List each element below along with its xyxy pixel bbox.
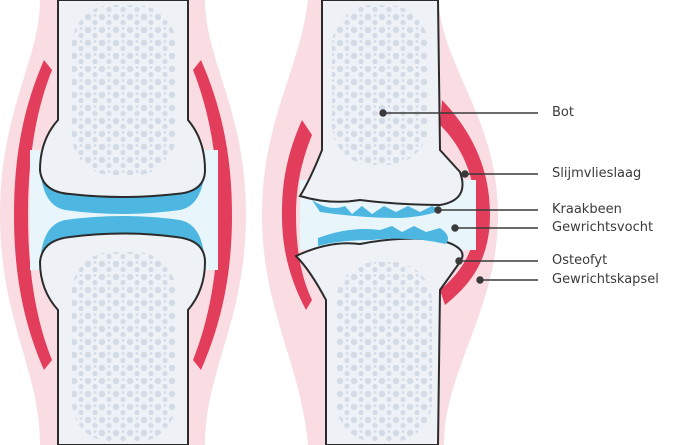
label-osteofyt: Osteofyt [552, 253, 607, 269]
leader-dot-gewrichtsvocht [452, 225, 458, 231]
arthritic-lower-bone-marrow [336, 262, 432, 442]
leader-dot-bot [380, 110, 386, 116]
arthritic-joint [262, 0, 498, 445]
label-bot: Bot [552, 105, 574, 121]
arthritic-upper-bone-marrow [332, 5, 428, 165]
healthy-lower-bone-marrow [72, 252, 176, 442]
label-gewrichtskapsel: Gewrichtskapsel [552, 272, 659, 288]
label-kraakbeen: Kraakbeen [552, 202, 622, 218]
leader-dot-gewrichtskapsel [477, 277, 483, 283]
label-gewrichtsvocht: Gewrichtsvocht [552, 220, 653, 236]
label-slijmvlieslaag: Slijmvlieslaag [552, 166, 641, 182]
leader-dot-slijmvlieslaag [462, 171, 468, 177]
healthy-joint [0, 0, 246, 445]
healthy-upper-bone-marrow [72, 5, 176, 175]
leader-dot-kraakbeen [435, 207, 441, 213]
leader-dot-osteofyt [456, 258, 462, 264]
